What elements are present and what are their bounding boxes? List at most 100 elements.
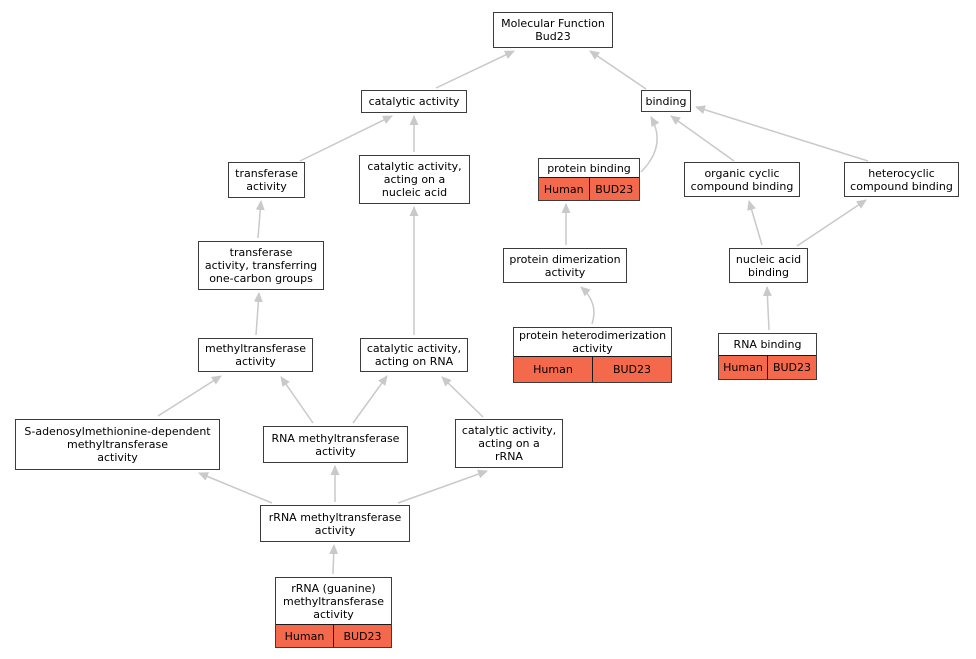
node-label-line: binding [747,265,789,279]
node-label-line: Bud23 [535,30,571,43]
edge-methyltransferase-activity-to-transferase-activity-transferring-one-carbon-groups [253,292,263,336]
node-label-line: heterocyclic [868,166,935,180]
node-label-line: rRNA (guanine) [291,581,376,595]
annotation-cell-bud23[interactable]: BUD23 [333,625,391,647]
node-label-line: transferase [235,167,298,180]
node-label: catalytic activity,acting on RNA [361,339,467,371]
node-label: catalytic activity [362,91,466,112]
annotation-cell-bud23[interactable]: BUD23 [588,178,639,200]
node-label-line: rRNA methyltransferase [268,510,402,524]
node-label-line: protein heterodimerization [518,329,667,342]
node-label-line: activity [97,451,138,464]
edge-protein-heterodimerization-activity-to-protein-dimerization-activity [580,286,595,325]
annotation-cell-human[interactable]: Human [719,356,767,379]
edge-rrna-methyltransferase-activity-to-s-adenosylmethionine-dependent-methyltransferase-activity [198,472,273,504]
node-label-line: rRNA [495,450,523,463]
go-term-node-catalytic-activity[interactable]: catalytic activity [361,90,467,113]
node-label-line: activity [313,607,354,621]
node-label-line: RNA methyltransferase [271,431,400,445]
node-label-line: one-carbon groups [209,272,313,285]
node-label-line: binding [645,94,687,108]
node-label-line: activity [315,444,356,458]
annotation-cell-human[interactable]: Human [514,357,592,382]
go-term-node-catalytic-activity-acting-on-rna[interactable]: catalytic activity,acting on RNA [360,338,468,372]
edge-binding-to-molecular-function-bud23 [589,50,647,90]
edge-s-adenosylmethionine-dependent-methyltransferase-activity-to-methyltransferase-activity [157,375,222,417]
node-label: RNA binding [719,334,816,355]
node-label-line: methyltransferase [204,342,306,355]
node-label-line: compound binding [850,179,953,193]
edge-rna-binding-to-nucleic-acid-binding [762,286,772,331]
edge-catalytic-activity-to-molecular-function-bud23 [435,50,515,89]
node-label-line: catalytic activity [368,95,460,108]
annotation-cell-human[interactable]: Human [539,178,589,200]
go-term-node-binding[interactable]: binding [641,90,691,112]
edge-organic-cyclic-compound-binding-to-binding [670,115,735,162]
node-label-line: protein dimerization [509,252,621,266]
node-label-line: activity [544,265,586,279]
annotation-cell-bud23[interactable]: BUD23 [767,356,816,379]
edge-transferase-activity-to-catalytic-activity [299,115,393,162]
node-label-line: nucleic acid [735,252,802,266]
node-label-line: organic cyclic [704,166,780,180]
node-label-line: activity [572,342,613,355]
node-label-line: catalytic activity, [461,424,557,437]
node-label-line: compound binding [690,179,794,193]
node-label-line: transferase [229,246,293,259]
edge-nucleic-acid-binding-to-heterocyclic-compound-binding [796,199,867,247]
edge-rna-methyltransferase-activity-to-catalytic-activity-acting-on-rna [352,375,388,424]
edge-rrna-guanine-methyltransferase-activity-to-rrna-methyltransferase-activity [329,544,339,575]
edge-catalytic-activity-acting-on-a-rrna-to-catalytic-activity-acting-on-rna [441,376,484,418]
edge-rrna-methyltransferase-activity-to-catalytic-activity-acting-on-a-rrna [397,469,488,504]
annotation-cell-human[interactable]: Human [276,625,333,647]
edge-rna-methyltransferase-activity-to-methyltransferase-activity [280,376,314,424]
node-label-line: activity [246,180,287,193]
node-label-line: protein binding [547,161,631,175]
edge-heterocyclic-compound-binding-to-binding [695,105,869,162]
node-label-line: methyltransferase [66,438,168,451]
node-label: binding [642,91,690,111]
edge-transferase-activity-transferring-one-carbon-groups-to-transferase-activity [255,200,265,239]
node-label-line: acting on a [478,437,540,450]
node-label-line: activity [314,523,356,537]
node-label-line: acting on RNA [374,355,454,368]
node-label-line: catalytic activity, [367,160,462,173]
node-label-line: nucleic acid [381,186,448,199]
node-label-line: activity [235,355,276,368]
node-label-line: Molecular Function [501,17,605,30]
edge-nucleic-acid-binding-to-organic-cyclic-compound-binding [747,200,763,246]
annotation-cell-bud23[interactable]: BUD23 [592,357,671,382]
